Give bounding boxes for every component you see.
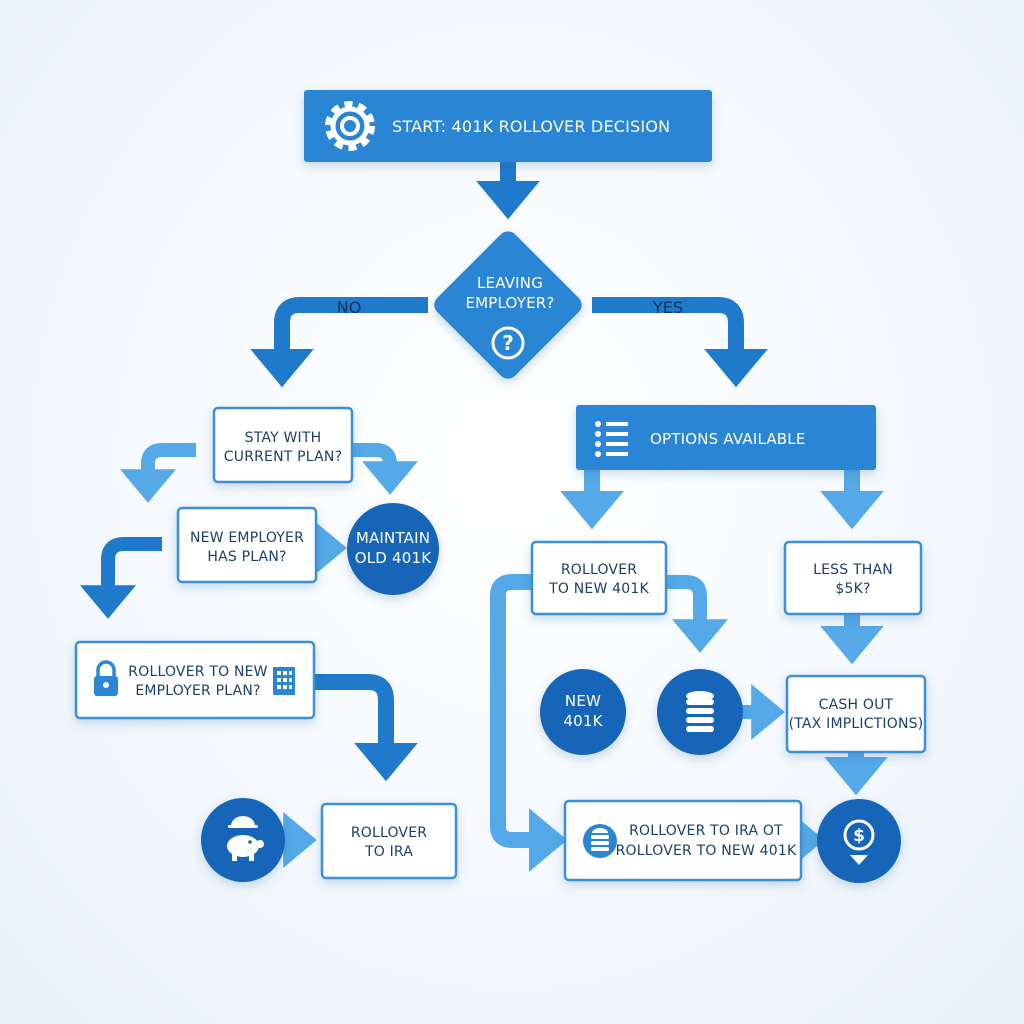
stay-line2: CURRENT PLAN? xyxy=(224,449,342,465)
stay-line1: STAY WITH xyxy=(245,430,322,446)
decision-leaving-employer[interactable] xyxy=(430,227,586,383)
arrow-yes-branch xyxy=(592,297,768,388)
rollover-ira-or-line2: ROLLOVER TO NEW 401K xyxy=(616,843,797,859)
rollover-new-401k-node[interactable] xyxy=(530,540,668,616)
cash-out-node[interactable] xyxy=(785,674,927,754)
less-5k-line1: LESS THAN xyxy=(813,562,893,578)
options-label: OPTIONS AVAILABLE xyxy=(650,430,806,448)
arrow-stay-to-maintain xyxy=(352,443,418,495)
start-label: START: 401K ROLLOVER DECISION xyxy=(392,117,670,136)
new-employer-node[interactable] xyxy=(176,506,318,584)
cash-out-line2: (TAX IMPLICTIONS) xyxy=(789,716,924,732)
connectors xyxy=(80,162,888,872)
piggy-bank-icon xyxy=(227,816,264,861)
arrow-no-branch xyxy=(250,297,428,388)
rollover-new-401k-line1: ROLLOVER xyxy=(561,562,637,578)
new-401k-line2: 401K xyxy=(563,712,603,730)
new-employer-line2: HAS PLAN? xyxy=(207,549,286,565)
stay-node[interactable] xyxy=(212,406,354,484)
edge-label-no: NO xyxy=(337,298,362,317)
rollover-employer-plan-line2: EMPLOYER PLAN? xyxy=(135,683,260,699)
dollar-icon: $ xyxy=(843,819,875,865)
edge-label-yes: YES xyxy=(652,298,683,317)
less-5k-node[interactable] xyxy=(783,540,923,616)
maintain-line1: MAINTAIN xyxy=(356,529,430,547)
new-employer-line1: NEW EMPLOYER xyxy=(190,530,304,546)
start-node[interactable] xyxy=(304,90,712,162)
gear-icon xyxy=(325,101,375,151)
less-5k-line2: $5K? xyxy=(835,581,870,597)
svg-text:?: ? xyxy=(502,331,514,355)
arrow-rollover-401k-to-coins xyxy=(666,575,728,653)
arrow-loop-to-rollover-ira-or xyxy=(490,574,568,872)
rollover-ira-node[interactable] xyxy=(320,802,458,880)
dollar-node[interactable] xyxy=(817,799,901,883)
maintain-line2: OLD 401K xyxy=(355,549,433,567)
rollover-employer-plan-node[interactable] xyxy=(74,640,316,720)
stack-icon xyxy=(583,824,617,858)
rollover-ira-line2: TO IRA xyxy=(364,844,413,860)
rollover-new-401k-line2: TO NEW 401K xyxy=(548,581,649,597)
maintain-node[interactable] xyxy=(347,503,439,595)
list-icon xyxy=(595,421,628,457)
question-icon: ? xyxy=(491,326,525,360)
lock-icon xyxy=(94,660,118,696)
coins-icon xyxy=(686,691,714,732)
rollover-ira-or-line1: ROLLOVER TO IRA OT xyxy=(629,823,783,839)
svg-text:$: $ xyxy=(853,826,865,846)
cash-out-line1: CASH OUT xyxy=(819,697,894,713)
options-node[interactable] xyxy=(576,405,876,470)
rollover-ira-line1: ROLLOVER xyxy=(351,825,427,841)
arrow-stay-to-new-employer xyxy=(120,443,196,503)
decision-line2: EMPLOYER? xyxy=(465,294,554,312)
building-icon xyxy=(273,667,295,695)
arrow-rollover-plan-to-ira xyxy=(314,674,418,782)
decision-line1: LEAVING xyxy=(477,274,543,292)
arrow-new-employer-to-rollover-plan xyxy=(80,537,162,619)
rollover-employer-plan-line1: ROLLOVER TO NEW xyxy=(128,664,267,680)
new-401k-line1: NEW xyxy=(565,692,601,710)
rollover-ira-or-node[interactable] xyxy=(563,799,803,882)
new-401k-node[interactable] xyxy=(540,669,626,755)
